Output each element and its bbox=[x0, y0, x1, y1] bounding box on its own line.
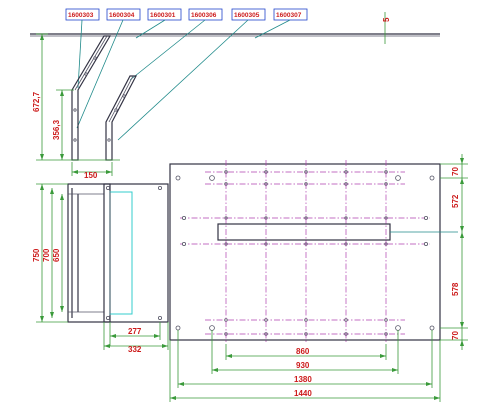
dim-bracket-height: 356,3 bbox=[52, 119, 61, 140]
dim-plate-inner-width: 1380 bbox=[294, 375, 312, 384]
side-bracket-left bbox=[71, 35, 112, 161]
dim-hole-span-860: 860 bbox=[296, 347, 310, 356]
svg-text:1600307: 1600307 bbox=[276, 12, 302, 19]
svg-text:1600303: 1600303 bbox=[68, 12, 94, 19]
svg-text:1600305: 1600305 bbox=[234, 12, 260, 19]
base-plate bbox=[169, 160, 458, 344]
part-tag: 1600304 bbox=[106, 8, 141, 21]
top-rail bbox=[30, 12, 440, 44]
dim-plate-top-margin: 70 bbox=[451, 167, 460, 176]
dim-frame-opening: 650 bbox=[52, 248, 61, 262]
frame-view bbox=[67, 183, 169, 323]
dim-frame-inner-width: 277 bbox=[128, 327, 142, 336]
side-dimension-lines bbox=[36, 33, 120, 176]
part-tag: 1600301 bbox=[147, 8, 182, 21]
tag-leaders bbox=[76, 19, 291, 141]
dim-side-height: 672,7 bbox=[32, 91, 41, 112]
dim-frame-inner-height: 700 bbox=[42, 248, 51, 262]
frame-dimension-lines bbox=[36, 183, 169, 350]
dim-frame-height: 750 bbox=[32, 248, 41, 262]
part-tag: 1600305 bbox=[231, 8, 266, 21]
svg-text:1600306: 1600306 bbox=[191, 12, 217, 19]
part-tag: 1600303 bbox=[65, 8, 100, 21]
dim-frame-width: 332 bbox=[128, 345, 142, 354]
plate-horizontal-dimensions bbox=[169, 330, 441, 402]
dim-plate-width: 1440 bbox=[294, 389, 312, 398]
part-tag: 1600306 bbox=[188, 8, 223, 21]
dim-bracket-width: 150 bbox=[84, 171, 98, 180]
part-tags: 1600303 1600304 1600301 1600306 1600305 … bbox=[65, 8, 308, 21]
plate-vertical-dimensions bbox=[440, 154, 468, 350]
part-tag: 1600307 bbox=[273, 8, 308, 21]
dim-plate-lower: 578 bbox=[451, 282, 460, 296]
dim-top-thickness: 5 bbox=[382, 17, 391, 22]
dim-hole-span-930: 930 bbox=[296, 361, 310, 370]
dim-plate-upper: 572 bbox=[451, 194, 460, 208]
dim-plate-bottom-margin: 70 bbox=[451, 331, 460, 340]
svg-text:1600304: 1600304 bbox=[109, 12, 135, 19]
svg-text:1600301: 1600301 bbox=[150, 12, 176, 19]
side-bracket-right bbox=[105, 75, 137, 161]
